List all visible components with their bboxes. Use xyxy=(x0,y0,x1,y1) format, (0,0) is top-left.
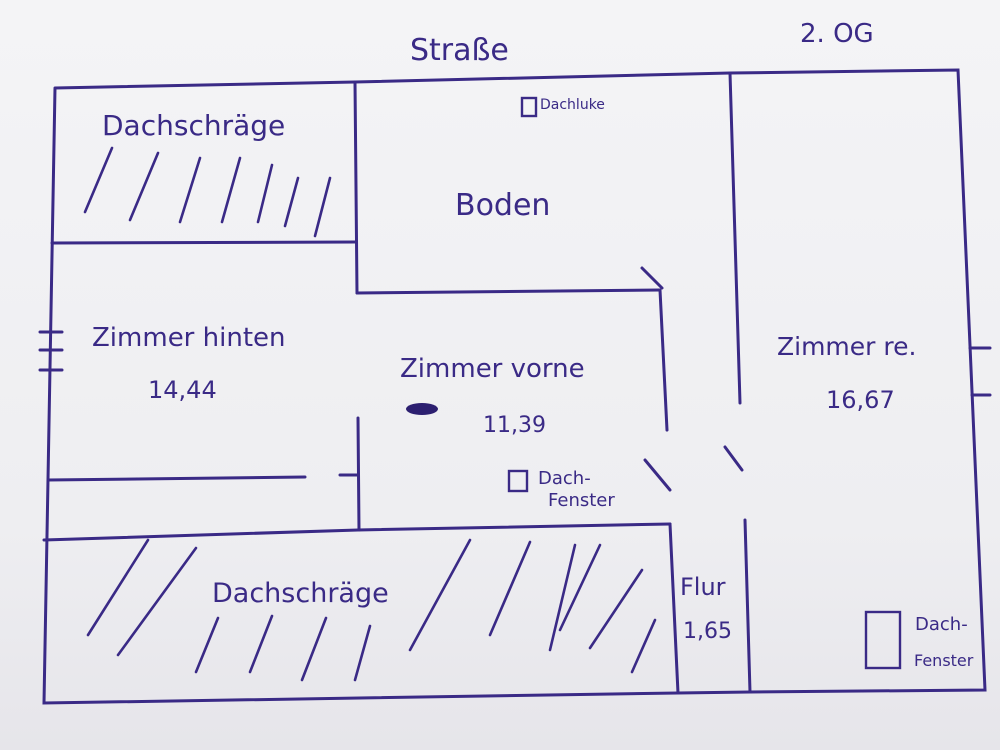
dachluke-label: Dachluke xyxy=(540,97,605,113)
dachfenster-mid-line1: Dach- xyxy=(538,468,591,489)
interior-walls xyxy=(38,71,992,695)
zimmer-re-label: Zimmer re. xyxy=(777,332,916,361)
floor-label: 2. OG xyxy=(800,19,874,49)
dachfenster-mid-line2: Fenster xyxy=(548,490,615,511)
boden-label: Boden xyxy=(455,188,550,223)
dachschraege-top-label: Dachschräge xyxy=(102,109,285,142)
dachfenster-mid-box xyxy=(507,469,529,493)
zimmer-hinten-area: 14,44 xyxy=(148,376,217,404)
hatching-top xyxy=(83,146,332,238)
hatching-bottom xyxy=(86,538,657,682)
outer-walls xyxy=(42,68,987,705)
zimmer-re-area: 16,67 xyxy=(826,386,895,414)
dachfenster-right-line2: Fenster xyxy=(914,651,974,670)
dachfenster-right-box xyxy=(864,610,902,670)
dachschraege-bottom-label: Dachschräge xyxy=(212,578,389,609)
zimmer-vorne-area: 11,39 xyxy=(483,413,546,438)
zimmer-vorne-label: Zimmer vorne xyxy=(400,354,585,384)
flur-label: Flur xyxy=(680,573,726,601)
ink-blot xyxy=(406,403,438,415)
dachluke-box xyxy=(520,96,538,118)
dachfenster-right-line1: Dach- xyxy=(915,614,968,635)
street-label: Straße xyxy=(410,33,509,68)
flur-area: 1,65 xyxy=(683,619,732,644)
zimmer-hinten-label: Zimmer hinten xyxy=(92,323,286,353)
